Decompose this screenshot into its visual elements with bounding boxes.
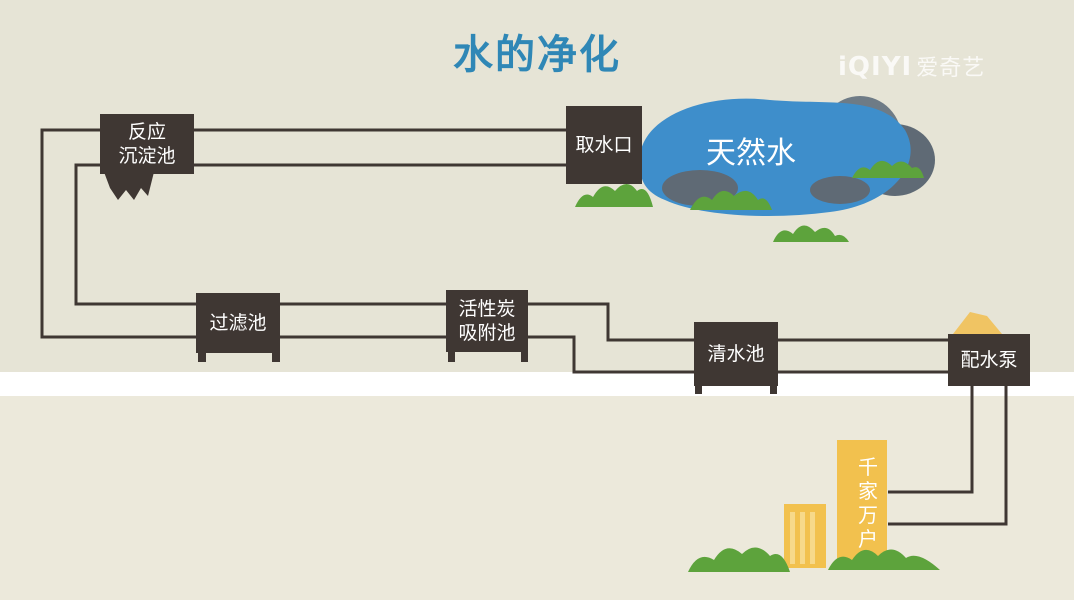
building-tall: [837, 440, 887, 568]
pipe-outer-line: [40, 128, 566, 339]
buildings: [784, 440, 887, 568]
bush-shape: [688, 547, 790, 572]
label-homes: 千家万户: [858, 455, 878, 551]
pipe-segment: [528, 335, 694, 374]
watermark-brand: iQIYI: [838, 52, 913, 82]
pipe-to-homes: [888, 386, 974, 494]
sedimentation-teeth: [104, 172, 154, 200]
node-filter: 过滤池: [196, 293, 280, 353]
building-window: [790, 512, 795, 564]
bush-shape: [852, 160, 924, 178]
node-intake: 取水口: [566, 106, 642, 184]
building-window: [810, 512, 815, 564]
carbon-legs: [448, 352, 528, 362]
bush-shape: [690, 190, 772, 210]
node-pump: 配水泵: [948, 334, 1030, 386]
pipe-network: [40, 128, 1008, 526]
bush-shape: [828, 549, 940, 570]
pipe-inner-line: [74, 163, 566, 306]
pipe-to-homes: [888, 386, 1008, 526]
hill-shape: [810, 176, 870, 204]
pipe-segment: [528, 302, 694, 342]
building-window: [800, 512, 805, 564]
bush-shape: [773, 225, 849, 242]
node-sedimentation: 反应 沉淀池: [100, 114, 194, 174]
lake-scene: [575, 96, 935, 242]
node-carbon: 活性炭 吸附池: [446, 290, 528, 352]
node-clear-water: 清水池: [694, 322, 778, 386]
ground-stripe: [0, 372, 1074, 396]
watermark-cn: 爱奇艺: [916, 56, 986, 81]
pump-roof: [953, 312, 1002, 334]
page-title: 水的净化: [453, 32, 621, 78]
label-natural-water: 天然水: [706, 136, 796, 171]
filter-legs: [198, 352, 280, 362]
bush-shape: [575, 184, 653, 207]
